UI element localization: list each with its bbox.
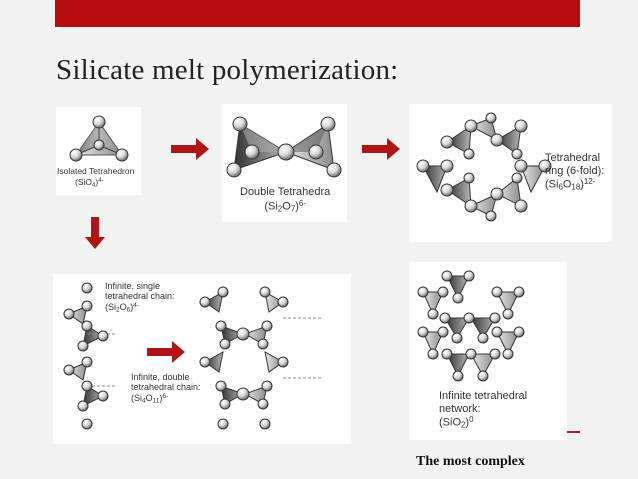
double-caption: Double Tetrahedra (Si2O7)6- [240, 186, 331, 214]
ring-caption: Tetrahedral ring (6-fold): (Si6O18)12- [545, 152, 605, 192]
tetrahedral-ring-diagram [416, 112, 552, 222]
tetrahedral-chains-panel: Infinite, single tetrahedral chain: (Si2… [53, 274, 351, 444]
arrow-right-1 [171, 138, 209, 160]
top-accent-bar [55, 0, 580, 27]
bottom-caption: The most complex [416, 454, 525, 469]
double-tetrahedra-panel: Double Tetrahedra (Si2O7)6- [222, 104, 347, 222]
arrow-right-2 [362, 138, 400, 160]
arrow-down [85, 217, 105, 249]
isolated-caption: Isolated Tetrahedron (SiO4)4- [57, 166, 135, 189]
single-chain-caption: Infinite, single tetrahedral chain: (Si2… [105, 281, 175, 314]
isolated-tetrahedron-diagram [69, 115, 129, 162]
double-tetrahedra-diagram [226, 116, 342, 178]
tetrahedral-network-diagram [417, 270, 525, 382]
arrow-right-3 [147, 341, 185, 363]
isolated-tetrahedron-panel: Isolated Tetrahedron (SiO4)4- [56, 107, 141, 195]
tetrahedral-ring-panel: Tetrahedral ring (6-fold): (Si6O18)12- [409, 104, 612, 242]
slide-title: Silicate melt polymerization: [56, 54, 399, 86]
tetrahedral-network-panel: Infinite tetrahedral network: (SiO2)0 [409, 262, 567, 440]
tetrahedral-chains-diagram [63, 282, 323, 430]
network-caption: Infinite tetrahedral network: (SiO2)0 [439, 390, 528, 430]
double-chain-caption: Infinite, double tetrahedral chain: (Si4… [131, 372, 201, 405]
